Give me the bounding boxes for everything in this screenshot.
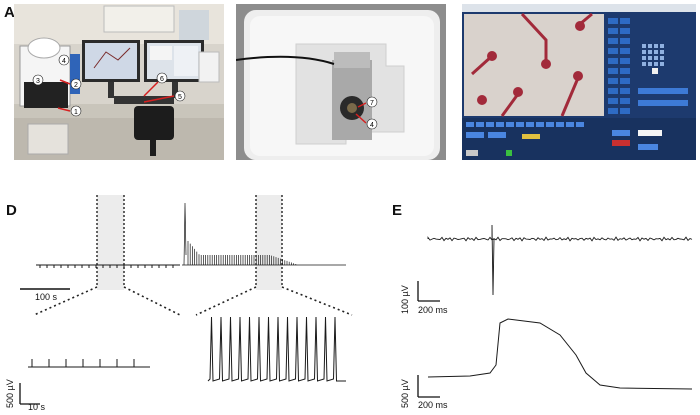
trace-d-burst [182, 202, 346, 266]
svg-text:4: 4 [62, 58, 66, 65]
zoom-window-left [97, 195, 124, 290]
trace-e-action-potential [427, 318, 693, 390]
marker-6: 6 [156, 72, 168, 84]
marker-1: 1 [70, 105, 82, 117]
software-screenshot [462, 4, 696, 160]
trace-e-extracellular [427, 224, 693, 296]
svg-text:6: 6 [160, 76, 164, 83]
lab-setup-photo: 1 2 3 4 5 6 [14, 4, 224, 160]
panel-letter-a: A [4, 4, 15, 21]
trace-d-zoom-right [207, 316, 346, 382]
marker-5: 5 [174, 90, 186, 102]
svg-text:7: 7 [370, 100, 374, 107]
marker-3: 3 [32, 74, 44, 86]
svg-text:2: 2 [74, 82, 78, 89]
panel-d-traces [19, 195, 353, 405]
label-10s: 10 s [28, 402, 46, 412]
marker-4: 4 [58, 54, 70, 66]
label-100s: 100 s [35, 292, 58, 302]
trace-d-zoom-left [28, 359, 150, 368]
svg-text:5: 5 [178, 94, 182, 101]
marker-2: 2 [70, 78, 82, 90]
plate-holder-photo: 7 4 [236, 4, 446, 160]
panel-e-traces [417, 224, 693, 398]
zoom-window-right [256, 195, 282, 290]
svg-text:3: 3 [36, 78, 40, 85]
label-200ms-bottom: 200 ms [418, 400, 448, 410]
svg-text:1: 1 [74, 109, 78, 116]
label-500uv-d: 500 µV [5, 379, 15, 408]
trace-d-spontaneous [36, 264, 180, 268]
label-200ms-top: 200 ms [418, 305, 448, 315]
svg-text:4: 4 [370, 122, 374, 129]
panel-letter-d: D [6, 202, 17, 219]
label-100uv: 100 µV [400, 285, 410, 314]
marker-7: 7 [366, 96, 378, 108]
marker-4b: 4 [366, 118, 378, 130]
label-500uv-e: 500 µV [400, 379, 410, 408]
panel-letter-e: E [392, 202, 403, 219]
